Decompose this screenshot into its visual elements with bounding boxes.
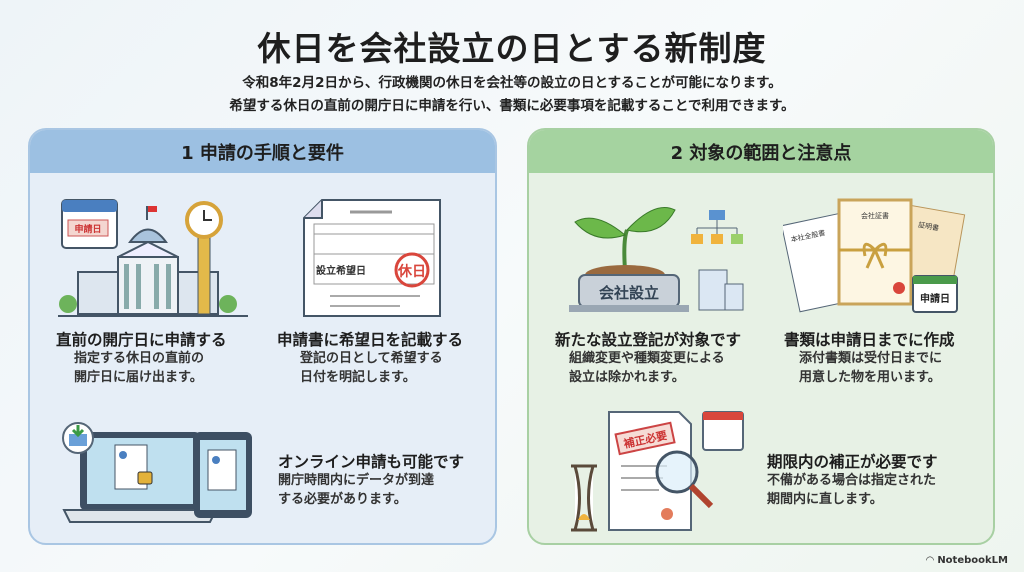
item-title: 直前の開庁日に申請する — [56, 331, 227, 349]
sprout-company-icon: 会社設立 — [569, 207, 744, 312]
page-title: 休日を会社設立の日とする新制度 — [257, 29, 767, 68]
subtitle-line-1: 令和8年2月2日から、行政機関の休日を会社等の設立の日とすることが可能になります… — [242, 75, 782, 91]
item-description: 添付書類は受付日までに 用意した物を用います。 — [799, 351, 943, 385]
svg-text:会社証書: 会社証書 — [861, 211, 889, 220]
notebooklm-logo-icon: ◠ — [926, 555, 938, 566]
brand-label: NotebookLM — [937, 555, 1008, 566]
item-description: 登記の日として希望する 日付を明記します。 — [300, 351, 443, 385]
item-description: 組織変更や種類変更による 設立は除かれます。 — [569, 351, 725, 385]
item-title: 申請書に希望日を記載する — [277, 331, 464, 349]
svg-text:設立希望日: 設立希望日 — [316, 264, 366, 277]
item-description: 不備がある場合は指定された 期間内に直します。 — [767, 473, 937, 507]
correction-review-icon: 補正必要 — [571, 411, 744, 532]
notebooklm-brand: ◠ NotebookLM — [926, 555, 1008, 566]
documents-certificate-icon: 本社全般書 証明書 会社証書 申請日 — [783, 198, 966, 313]
item-description: 指定する休日の直前の 開庁日に届け出ます。 — [74, 351, 205, 385]
application-form-icon: 設立希望日 休日 — [303, 199, 441, 317]
svg-text:休日: 休日 — [397, 263, 426, 280]
item-title: オンライン申請も可能です — [278, 453, 465, 471]
svg-text:会社設立: 会社設立 — [599, 284, 659, 302]
laptop-tablet-icon — [62, 422, 252, 523]
svg-text:申請日: 申請日 — [920, 292, 950, 305]
section-scope-notes: 2 対象の範囲と注意点 会社設立 新たな設立登記が対象です 組織変更や種類変更に… — [527, 128, 995, 545]
svg-text:証明書: 証明書 — [917, 220, 939, 233]
government-building-icon: 申請日 — [58, 199, 248, 317]
subtitle-line-2: 希望する休日の直前の開庁日に申請を行い、書類に必要事項を記載することで利用できま… — [229, 98, 795, 114]
item-title: 書類は申請日までに作成 — [784, 331, 955, 349]
section-heading: 1 申請の手順と要件 — [30, 130, 495, 173]
section-heading: 2 対象の範囲と注意点 — [529, 130, 993, 173]
item-title: 期限内の補正が必要です — [767, 453, 938, 471]
section-application-procedure: 1 申請の手順と要件 申請日 直前の開庁日に申請する 指定する休日の直前の 開庁… — [28, 128, 497, 545]
item-description: 開庁時間内にデータが到達 する必要があります。 — [278, 473, 435, 507]
svg-text:申請日: 申請日 — [74, 223, 101, 235]
item-title: 新たな設立登記が対象です — [555, 331, 742, 349]
